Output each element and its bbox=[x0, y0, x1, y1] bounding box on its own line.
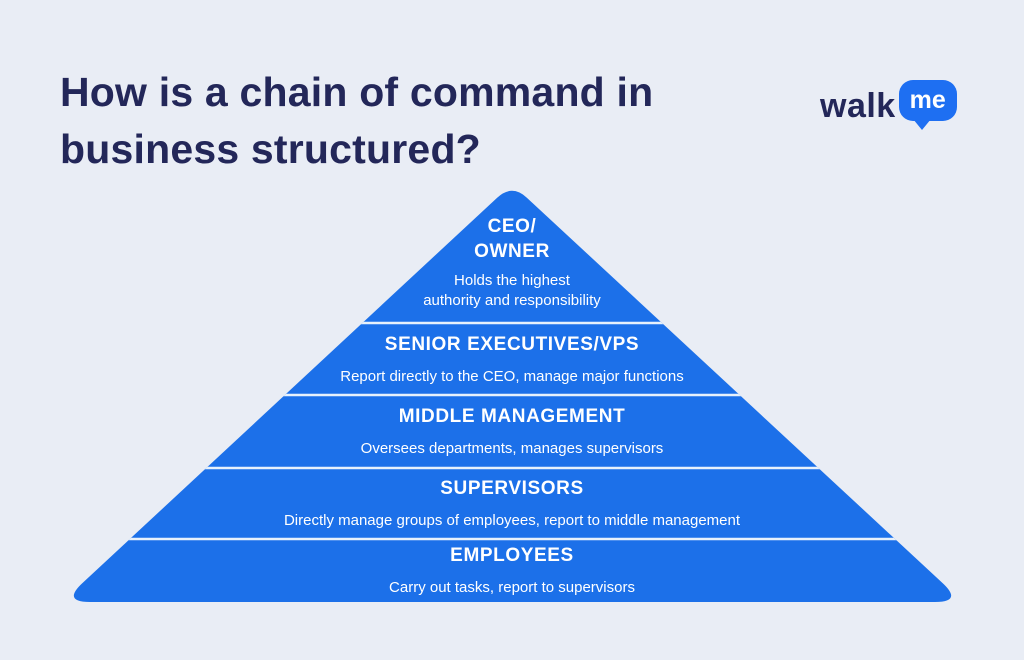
speech-bubble-tail-icon bbox=[912, 119, 931, 130]
tier-subtitle: Oversees departments, manages supervisor… bbox=[360, 440, 664, 458]
pyramid-tier-employees: EMPLOYEES Carry out tasks, report to sup… bbox=[0, 539, 1024, 602]
tier-heading: CEO/ OWNER bbox=[474, 215, 550, 263]
pyramid-shape bbox=[73, 190, 952, 603]
walkme-logo: walk me bbox=[820, 80, 957, 130]
tier-subtitle: Holds the highest authority and responsi… bbox=[423, 272, 601, 309]
walkme-logo-speech-bubble: me bbox=[898, 80, 957, 130]
tier-heading: SENIOR EXECUTIVES/VPS bbox=[384, 333, 640, 355]
page-title: How is a chain of command in business st… bbox=[60, 69, 654, 172]
tier-subtitle: Directly manage groups of employees, rep… bbox=[283, 512, 741, 530]
pyramid-tier-supervisors: SUPERVISORS Directly manage groups of em… bbox=[0, 468, 1024, 539]
tier-subtitle: Report directly to the CEO, manage major… bbox=[340, 367, 684, 385]
tier-heading: EMPLOYEES bbox=[450, 545, 574, 567]
walkme-logo-me-text: me bbox=[909, 86, 946, 114]
tier-heading: SUPERVISORS bbox=[440, 478, 584, 500]
pyramid-tier-middle-management: MIDDLE MANAGEMENT Oversees departments, … bbox=[0, 395, 1024, 468]
walkme-logo-walk-text: walk bbox=[820, 87, 896, 125]
tier-heading: MIDDLE MANAGEMENT bbox=[398, 406, 626, 428]
pyramid-tier-senior-executives: SENIOR EXECUTIVES/VPS Report directly to… bbox=[0, 323, 1024, 395]
tier-subtitle: Carry out tasks, report to supervisors bbox=[389, 579, 635, 597]
pyramid-tier-ceo-owner: CEO/ OWNER Holds the highest authority a… bbox=[0, 184, 1024, 323]
